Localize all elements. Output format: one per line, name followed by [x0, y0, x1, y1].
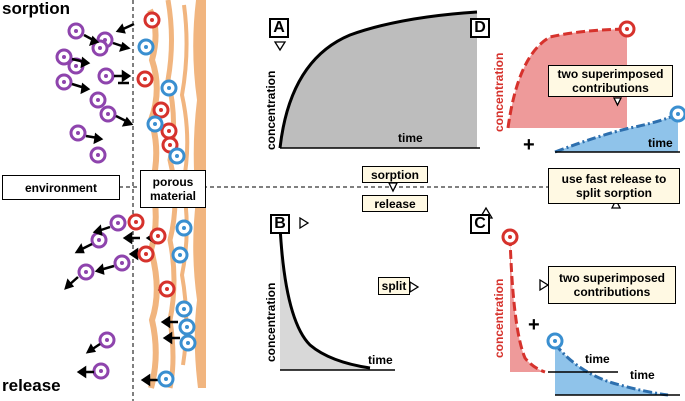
panel-a-letter: A: [269, 18, 289, 38]
panel-a-plot: [278, 10, 480, 149]
superimposed-c-box: two superimposed contributions: [548, 266, 676, 304]
split-box: split: [378, 277, 410, 295]
porous-material-box: porous material: [140, 170, 206, 208]
panel-b-letter: B: [270, 214, 290, 234]
plus-sign-c: +: [528, 314, 540, 336]
blue-molecules: [137, 38, 197, 388]
triangle-markers: [273, 41, 623, 294]
purple-molecules: [55, 22, 131, 380]
sorption-title: sorption: [2, 0, 70, 18]
panel-a-xlabel: time: [398, 131, 423, 145]
sorption-small-box: sorption: [362, 166, 428, 183]
panel-d-xlabel: time: [648, 136, 673, 150]
panel-b-xlabel: time: [368, 353, 393, 367]
release-small-box: release: [362, 195, 428, 212]
panel-b-plot: [278, 225, 395, 371]
panel-c-ylabel: concentration: [492, 278, 506, 358]
panel-a-ylabel: concentration: [264, 70, 278, 150]
release-title: release: [2, 376, 61, 395]
panel-c-xlabel-2: time: [630, 368, 655, 382]
panel-c-plot: [501, 228, 680, 397]
panel-d-letter: D: [470, 18, 490, 38]
plus-sign-d: +: [523, 134, 535, 156]
environment-box: environment: [2, 175, 120, 200]
panel-c-letter: C: [470, 214, 490, 234]
use-fast-release-box: use fast release to split sorption: [548, 168, 680, 204]
superimposed-d-box: two superimposed contributions: [548, 65, 673, 97]
panel-c-xlabel-1: time: [585, 352, 610, 366]
panel-b-ylabel: concentration: [264, 282, 278, 362]
panel-d-ylabel: concentration: [492, 52, 506, 132]
